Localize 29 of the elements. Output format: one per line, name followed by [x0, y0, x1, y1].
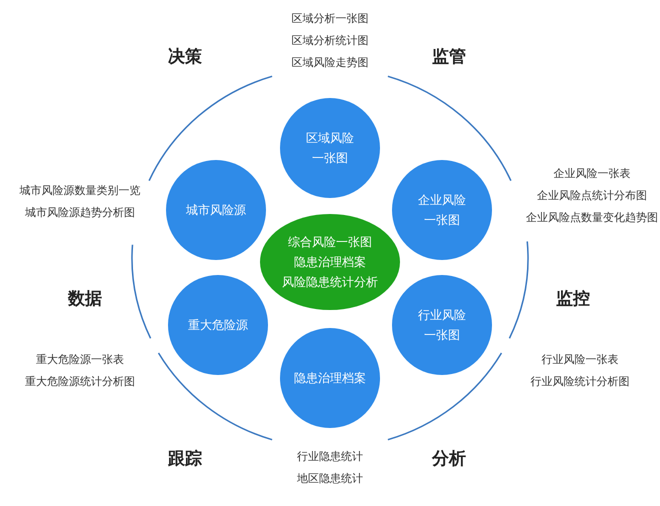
circle-label: 城市风险源 [186, 202, 246, 219]
category-heading: 监控 [556, 288, 590, 310]
caption-text: 地区隐患统计 [297, 471, 363, 487]
caption-text: 重大危险源一张表 [36, 352, 124, 368]
caption-text: 区域分析一张图 [292, 11, 368, 27]
category-heading: 决策 [168, 46, 202, 68]
circle-label: 隐患治理档案 [294, 254, 366, 271]
caption-text: 区域风险走势图 [292, 55, 368, 71]
caption-text: 城市风险源数量类别一览 [20, 183, 140, 199]
circle-label: 区域风险一张图 [305, 130, 355, 167]
caption-text: 企业风险点数量变化趋势图 [526, 210, 658, 226]
circle-label: 重大危险源 [188, 317, 248, 334]
circle-label: 风险隐患统计分析 [282, 274, 378, 291]
category-heading: 数据 [68, 288, 102, 310]
caption-text: 企业风险点统计分布图 [537, 188, 647, 204]
caption-text: 区域分析统计图 [292, 33, 368, 49]
category-heading: 分析 [432, 448, 466, 470]
caption-text: 城市风险源趋势分析图 [25, 205, 135, 221]
caption-text: 行业风险统计分析图 [530, 374, 630, 390]
caption-text: 行业风险一张表 [542, 352, 618, 368]
circle-label: 隐患治理档案 [294, 370, 366, 387]
category-heading: 跟踪 [168, 448, 202, 470]
circle-label: 综合风险一张图 [288, 234, 372, 251]
circle-label: 行业风险一张图 [417, 307, 467, 344]
caption-text: 行业隐患统计 [297, 449, 363, 465]
circle-label: 企业风险一张图 [417, 192, 467, 229]
category-heading: 监管 [432, 46, 466, 68]
caption-text: 重大危险源统计分析图 [25, 374, 135, 390]
caption-text: 企业风险一张表 [554, 166, 630, 182]
